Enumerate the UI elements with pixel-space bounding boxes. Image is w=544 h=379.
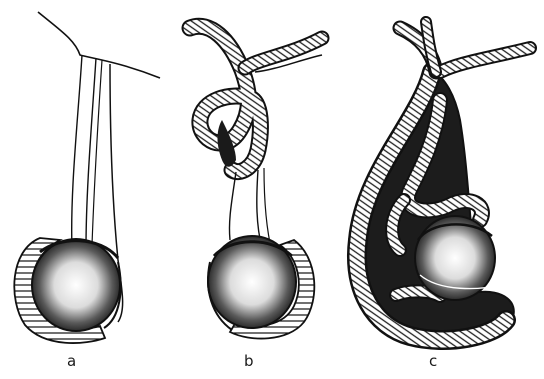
panel-label-c: c: [429, 352, 437, 370]
panel-c-drawing: [351, 22, 530, 346]
panel-b-drawing: [190, 26, 322, 338]
panel-a-drawing: [14, 12, 160, 343]
panel-label-a: a: [67, 352, 76, 370]
panel-label-b: b: [244, 352, 254, 370]
testis-a: [32, 239, 120, 331]
